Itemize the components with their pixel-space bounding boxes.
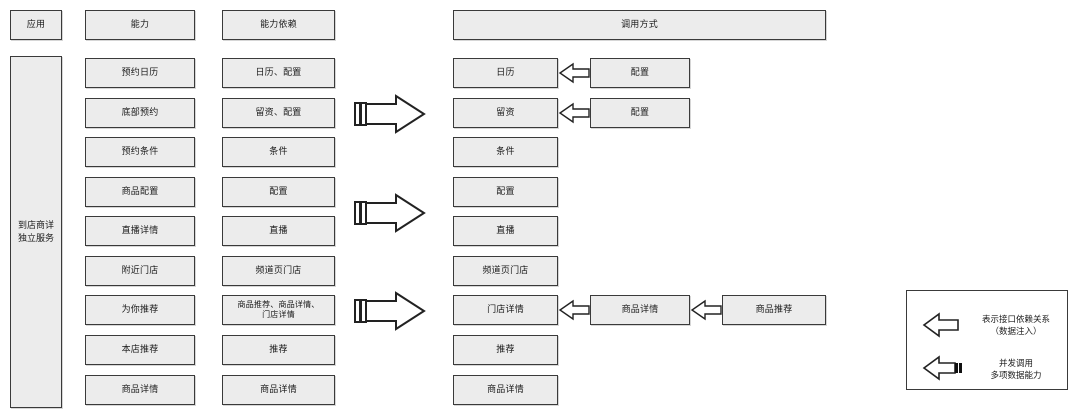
capability-box: 附近门店 [85, 256, 195, 286]
capability-box: 商品详情 [85, 375, 195, 405]
invocation-box-primary: 直播 [453, 216, 558, 246]
dependency-box: 商品推荐、商品详情、 门店详情 [222, 295, 335, 325]
column-header-app: 应用 [10, 10, 62, 40]
capability-box: 为你推荐 [85, 295, 195, 325]
concurrent-call-arrow-group-1 [354, 94, 426, 134]
legend-dependency-arrow-icon [922, 312, 959, 338]
invocation-box-secondary: 商品详情 [590, 295, 690, 325]
invocation-box-secondary: 配置 [590, 98, 690, 128]
invocation-box-tertiary: 商品推荐 [722, 295, 826, 325]
dependency-box: 条件 [222, 137, 335, 167]
dependency-box: 直播 [222, 216, 335, 246]
dependency-arrow-icon [558, 299, 590, 321]
capability-box: 预约条件 [85, 137, 195, 167]
dependency-box: 商品详情 [222, 375, 335, 405]
legend-label-dependency: 表示接口依赖关系 （数据注入） [981, 314, 1050, 337]
concurrent-call-arrow-group-2 [354, 193, 426, 233]
capability-box: 底部预约 [85, 98, 195, 128]
dependency-box: 留资、配置 [222, 98, 335, 128]
column-header-invocation: 调用方式 [453, 10, 826, 40]
invocation-box-primary: 条件 [453, 137, 558, 167]
invocation-box-secondary: 配置 [590, 58, 690, 88]
dependency-box: 日历、配置 [222, 58, 335, 88]
column-header-capability-dependency: 能力依赖 [222, 10, 335, 40]
invocation-box-primary: 推荐 [453, 335, 558, 365]
invocation-box-primary: 留资 [453, 98, 558, 128]
dependency-box: 推荐 [222, 335, 335, 365]
capability-box: 商品配置 [85, 177, 195, 207]
capability-box: 预约日历 [85, 58, 195, 88]
dependency-arrow-icon [558, 62, 590, 84]
capability-box: 直播详情 [85, 216, 195, 246]
legend-concurrent-arrow-icon [922, 355, 962, 381]
capability-box: 本店推荐 [85, 335, 195, 365]
invocation-box-primary: 门店详情 [453, 295, 558, 325]
concurrent-call-arrow-group-3 [354, 291, 426, 331]
column-header-capability: 能力 [85, 10, 195, 40]
invocation-box-primary: 频道页门店 [453, 256, 558, 286]
dependency-box: 配置 [222, 177, 335, 207]
invocation-box-primary: 日历 [453, 58, 558, 88]
legend-label-concurrent: 并发调用 多项数据能力 [990, 358, 1042, 381]
invocation-box-primary: 商品详情 [453, 375, 558, 405]
dependency-arrow-icon [690, 299, 722, 321]
dependency-box: 频道页门店 [222, 256, 335, 286]
dependency-arrow-icon [558, 102, 590, 124]
invocation-box-primary: 配置 [453, 177, 558, 207]
sidebar-app-service: 到店商详 独立服务 [10, 56, 62, 408]
